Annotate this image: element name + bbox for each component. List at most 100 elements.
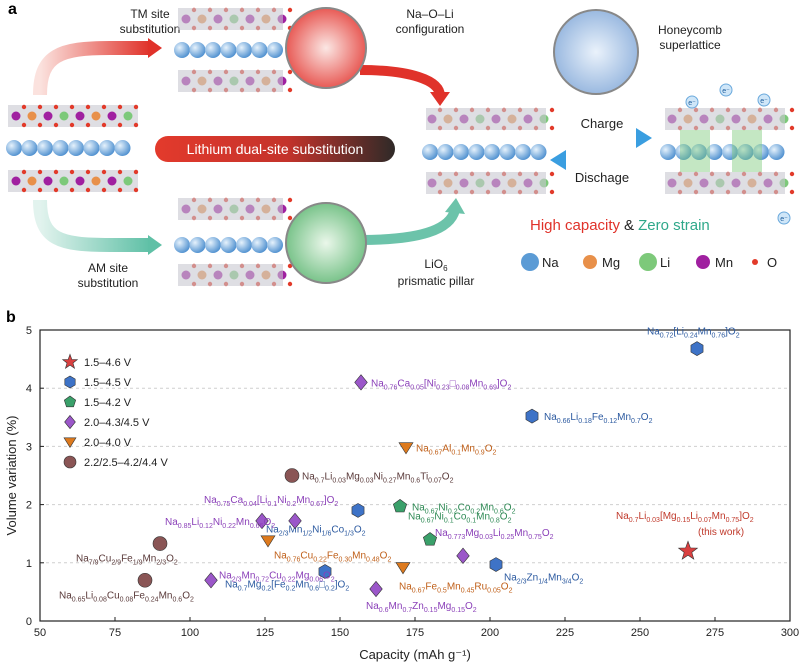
series-2: Na0.67Ni0.2Co0.2Mn0.6O2Na0.67Ni0.1Co0.1M… bbox=[392, 498, 516, 546]
series-4: Na0.67Al0.1Mn0.9O2Na0.76Cu0.22Fe0.30Mn0.… bbox=[260, 442, 513, 594]
o-atom bbox=[117, 187, 123, 193]
tm-atom bbox=[107, 111, 117, 121]
x-tick-label: 175 bbox=[406, 627, 424, 639]
o-atom bbox=[287, 281, 293, 287]
dual-site-banner bbox=[155, 136, 395, 162]
o-atom bbox=[117, 169, 123, 175]
na-atom bbox=[236, 237, 252, 253]
na-atom bbox=[753, 144, 769, 160]
chart-legend-label: 1.5–4.2 V bbox=[84, 397, 132, 409]
o-atom bbox=[69, 187, 75, 193]
o-atom bbox=[287, 69, 293, 75]
point-label: Na0.75Ca0.04[Li0.1Ni0.2Mn0.67]O2 bbox=[204, 495, 338, 508]
point-label: Na0.66Li0.18Fe0.12Mn0.7O2 bbox=[544, 412, 653, 425]
point-label: Na0.67Ni0.1Co0.1Mn0.8O2 bbox=[408, 512, 512, 525]
legend-atom-mg-label: Mg bbox=[602, 255, 620, 270]
tm-structure-top-layer bbox=[178, 8, 283, 30]
na-atom bbox=[453, 144, 469, 160]
na-atom bbox=[737, 144, 754, 160]
o-atom bbox=[53, 187, 59, 193]
substituted-structure-bottom-layer bbox=[426, 172, 546, 194]
data-point bbox=[351, 503, 365, 518]
am-structure-bottom-layer bbox=[178, 264, 283, 286]
o-atom bbox=[101, 122, 107, 128]
pillar-1 bbox=[680, 130, 710, 172]
charge-arrowhead bbox=[636, 128, 652, 148]
o-atom bbox=[287, 87, 293, 93]
discharge-arrowhead bbox=[550, 150, 566, 170]
na-atom bbox=[484, 144, 500, 160]
o-atom bbox=[21, 169, 27, 175]
honeycomb-label-1: Honeycomb bbox=[658, 23, 722, 37]
o-atom bbox=[789, 125, 795, 131]
o-atom bbox=[21, 104, 27, 110]
o-atom bbox=[69, 169, 75, 175]
tm-atom bbox=[27, 176, 37, 186]
y-tick-label: 5 bbox=[26, 325, 32, 337]
o-atom bbox=[549, 125, 555, 131]
panel-a-label: a bbox=[8, 1, 17, 18]
o-atom bbox=[85, 169, 91, 175]
point-label: Na0.76Ca0.05[Ni0.23□0.08Mn0.69]O2 bbox=[371, 378, 511, 391]
na-atom bbox=[99, 140, 115, 156]
legend-atom-mn-label: Mn bbox=[715, 255, 733, 270]
x-axis-label: Capacity (mAh g⁻¹) bbox=[359, 647, 471, 662]
tm-atom bbox=[59, 111, 69, 121]
chart-legend-label: 2.2/2.5–4.2/4.4 V bbox=[84, 457, 168, 469]
tm-atom bbox=[27, 111, 37, 121]
na-atom bbox=[437, 144, 454, 160]
y-tick-label: 3 bbox=[26, 441, 32, 453]
y-tick-label: 0 bbox=[26, 616, 32, 628]
na-atom bbox=[530, 144, 547, 160]
data-point bbox=[64, 414, 76, 430]
na-atom bbox=[220, 237, 237, 253]
data-point bbox=[63, 395, 77, 408]
dual-site-banner-text: Lithium dual-site substitution bbox=[187, 141, 364, 157]
na-atom bbox=[52, 140, 69, 156]
am-flow-arrow bbox=[33, 199, 150, 252]
chart-legend-label: 2.0–4.3/4.5 V bbox=[84, 417, 150, 429]
na-atom bbox=[706, 144, 723, 160]
data-point bbox=[525, 408, 539, 424]
substituted-structure-top-layer bbox=[426, 108, 546, 130]
point-label: Na0.7Mg0.2[Fe0.2Mn0.6□0.2]O2 bbox=[225, 580, 349, 593]
chart-legend: 1.5–4.6 V1.5–4.5 V1.5–4.2 V2.0–4.3/4.5 V… bbox=[61, 353, 168, 469]
o-atom bbox=[101, 104, 107, 110]
lio6-label-2: prismatic pillar bbox=[398, 274, 475, 288]
y-axis-label: Volume variation (%) bbox=[4, 416, 19, 536]
x-tick-label: 125 bbox=[256, 627, 274, 639]
legend-atom-mg-icon bbox=[583, 255, 597, 269]
na-atom bbox=[267, 237, 283, 253]
o-atom bbox=[133, 169, 139, 175]
tm-atom bbox=[11, 111, 21, 121]
point-label: Na2/3Mn1/2Ni1/6Co1/3O2 bbox=[266, 524, 366, 537]
data-point bbox=[204, 572, 218, 589]
data-point bbox=[63, 437, 77, 448]
point-label: Na0.67Fe0.5Mn0.45Ru0.05O2 bbox=[399, 581, 513, 594]
o-atom bbox=[21, 187, 27, 193]
lio6-arrowhead bbox=[445, 198, 465, 214]
data-point bbox=[422, 532, 438, 546]
na-atom bbox=[251, 237, 268, 253]
point-label: Na0.76Cu0.22Fe0.30Mn0.48O2 bbox=[274, 551, 391, 564]
data-point bbox=[398, 442, 414, 455]
charged-structure-top-layer bbox=[665, 108, 785, 130]
o-atom bbox=[53, 122, 59, 128]
electron-bubbles: e⁻ e⁻ e⁻ e⁻ bbox=[685, 83, 791, 225]
tm-structure-bottom-layer bbox=[178, 70, 283, 92]
data-point bbox=[284, 468, 300, 483]
na-atom bbox=[174, 237, 190, 253]
o-atom bbox=[789, 107, 795, 113]
tm-flow-arrow bbox=[33, 41, 150, 96]
data-point bbox=[137, 572, 153, 588]
chart-legend-label: 1.5–4.5 V bbox=[84, 377, 132, 389]
tm-arrowhead bbox=[148, 38, 162, 58]
x-tick-label: 50 bbox=[34, 627, 46, 639]
data-point bbox=[63, 455, 77, 469]
series-3: Na0.76Ca0.05[Ni0.23□0.08Mn0.69]O2Na0.75C… bbox=[165, 374, 554, 614]
o-atom bbox=[37, 169, 43, 175]
charge-label: Charge bbox=[581, 116, 624, 131]
point-label: Na0.72[Li0.24Mn0.76]O2 bbox=[647, 327, 740, 340]
data-point bbox=[369, 580, 383, 598]
